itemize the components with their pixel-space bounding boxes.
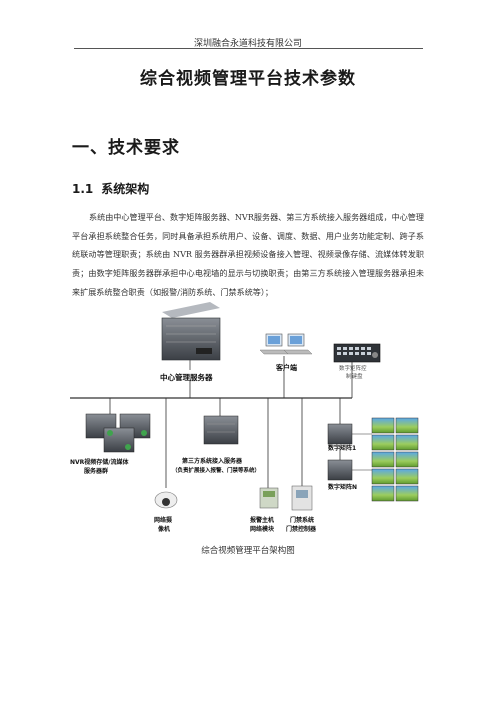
matrix-n-server-icon: [327, 459, 353, 481]
nvr-label-1: NVR视频存储/流媒体: [70, 458, 129, 466]
access-controller-icon: [291, 485, 313, 511]
nvr-label-2: 服务器群: [84, 467, 108, 475]
client-computer-icon: [259, 333, 313, 355]
third-party-server-icon: [203, 415, 239, 445]
access-label-1: 门禁系统: [290, 516, 314, 524]
section-heading: 一、技术要求: [72, 138, 180, 158]
nvr-server-group-icon: [85, 413, 151, 453]
third-party-label-1: 第三方系统接入服务器: [181, 457, 243, 465]
subsection-title: 系统架构: [101, 182, 150, 196]
header-divider: [74, 48, 423, 49]
matrix-keyboard-label-2: 制键盘: [346, 372, 363, 380]
matrix-1-label: 数字矩阵1: [328, 444, 356, 452]
center-server-label: 中心管理服务器: [160, 372, 213, 382]
page-header: 深圳融合永道科技有限公司: [193, 39, 302, 49]
alarm-module-icon: [259, 487, 279, 509]
client-label: 客户端: [275, 363, 297, 372]
camera-label-2: 像机: [158, 525, 170, 533]
matrix-keyboard-icon: [333, 343, 381, 363]
body-paragraph: 系统由中心管理平台、数字矩阵服务器、NVR服务器、第三方系统接入服务器组成，中心…: [72, 212, 424, 297]
network-camera-icon: [154, 491, 178, 509]
subsection-number: 1.1: [72, 182, 94, 196]
video-wall: [371, 417, 419, 502]
access-label-2: 门禁控制器: [286, 525, 317, 533]
document-title: 综合视频管理平台技术参数: [140, 69, 356, 89]
diagram-caption: 综合视频管理平台架构图: [201, 546, 295, 556]
alarm-label-1: 报警主机: [250, 516, 274, 524]
architecture-diagram: 中心管理服务器 客户端 数字矩阵控 制键盘: [70, 300, 426, 538]
matrix-n-label: 数字矩阵N: [328, 483, 357, 491]
camera-label-1: 网络摄: [154, 516, 173, 524]
matrix-keyboard-label-1: 数字矩阵控: [339, 364, 367, 372]
third-party-label-2: （负责扩展接入报警、门禁等系统）: [172, 466, 260, 474]
alarm-label-2: 网络模块: [250, 525, 275, 533]
subsection-heading: 1.1 系统架构: [72, 180, 149, 197]
center-server-icon: [161, 302, 221, 361]
matrix-1-server-icon: [327, 423, 353, 445]
